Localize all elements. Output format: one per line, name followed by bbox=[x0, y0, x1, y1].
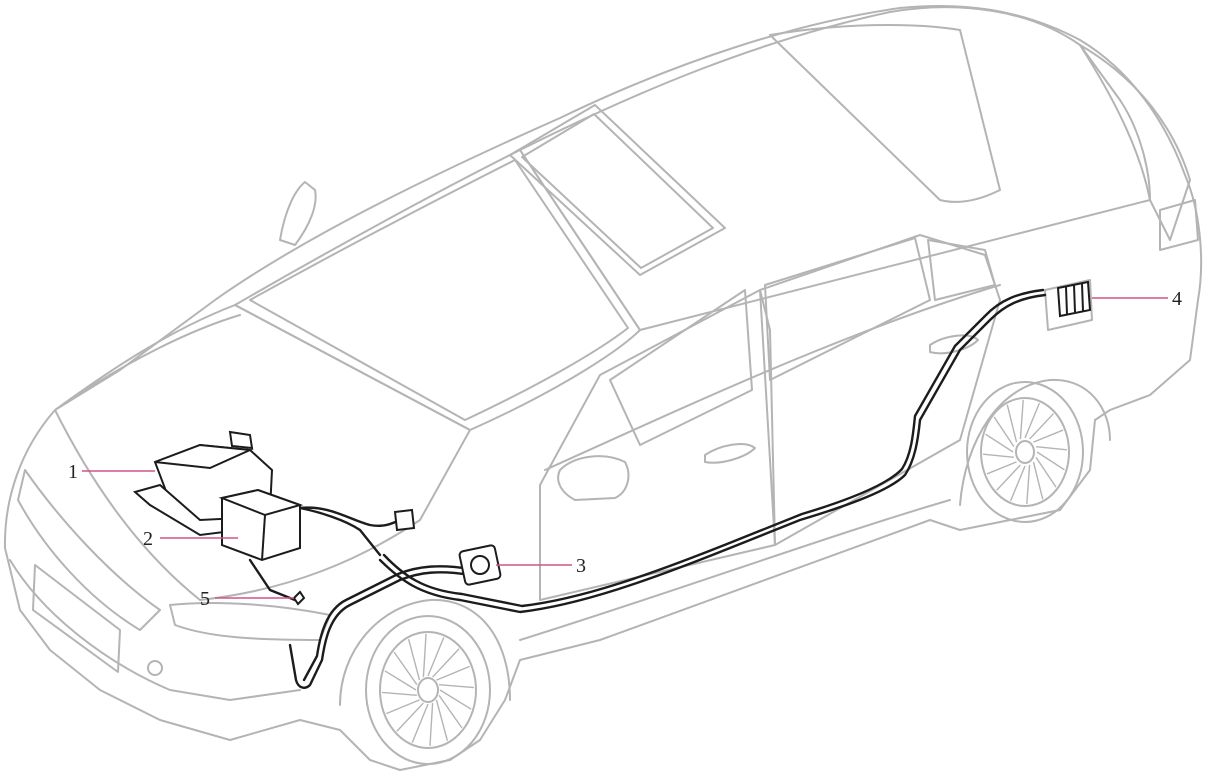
wheel-spokes bbox=[381, 399, 1068, 746]
rear-side-window bbox=[764, 237, 931, 381]
rear-wheel-spoke bbox=[1036, 451, 1065, 471]
module-1-top bbox=[154, 443, 254, 470]
front-wheel-spoke bbox=[422, 634, 427, 678]
harness-main-run bbox=[378, 293, 1047, 614]
front-wheel-spoke bbox=[439, 689, 472, 710]
rear-wheel-spoke bbox=[1026, 464, 1031, 505]
port-4-ribs bbox=[1065, 283, 1084, 315]
side-mirror-right bbox=[557, 455, 630, 501]
rear-wheel-spoke bbox=[1029, 413, 1054, 440]
roof-panel bbox=[519, 6, 1151, 331]
rocker-line bbox=[519, 499, 951, 641]
car-silhouette bbox=[3, 4, 1203, 771]
front-wheel-spoke bbox=[439, 683, 475, 689]
callout-numbers: 1 2 3 4 5 bbox=[68, 288, 1182, 610]
front-rim bbox=[379, 631, 477, 749]
license-plate bbox=[32, 564, 121, 673]
trunk-lid bbox=[1079, 44, 1191, 241]
rear-hub bbox=[1015, 440, 1035, 464]
rear-wheel-spoke bbox=[1035, 456, 1057, 488]
rear-wheel-spoke bbox=[1032, 461, 1044, 500]
front-wheel-spoke bbox=[381, 691, 417, 697]
rear-wheel bbox=[966, 381, 1084, 523]
rear-wheel-spoke bbox=[1009, 465, 1026, 502]
front-wheel-spoke bbox=[435, 699, 449, 741]
harness-front-branch-2 bbox=[302, 565, 472, 682]
beltline bbox=[544, 284, 1001, 471]
harness-connector-lead bbox=[298, 506, 402, 527]
harness-front-branch bbox=[288, 571, 472, 689]
front-wheel-spoke bbox=[436, 665, 470, 681]
rear-wheel-arch bbox=[959, 378, 1111, 506]
rear-wheel-spoke bbox=[1024, 402, 1041, 439]
callout-3: 3 bbox=[576, 555, 586, 577]
rear-wheel-spoke bbox=[993, 416, 1015, 448]
front-wheel-spoke bbox=[432, 648, 460, 678]
charge-port-door bbox=[1044, 279, 1093, 331]
module-1-clip bbox=[228, 430, 254, 450]
hood-panel bbox=[54, 304, 471, 601]
sunroof-inner bbox=[521, 113, 714, 269]
engine-plug-body bbox=[393, 508, 416, 532]
rear-wheel-spoke bbox=[986, 461, 1017, 475]
front-hub bbox=[417, 677, 439, 703]
front-wheel-spoke bbox=[429, 702, 434, 746]
front-wheel-spoke bbox=[438, 694, 463, 729]
rear-door-handle bbox=[929, 334, 979, 355]
rear-door bbox=[759, 234, 1001, 546]
headlight bbox=[169, 602, 331, 641]
box-2-divider bbox=[261, 514, 266, 561]
rear-wheel-spoke bbox=[1006, 404, 1018, 443]
front-door-handle bbox=[704, 443, 756, 464]
front-wheel-spoke bbox=[386, 699, 420, 715]
front-bumper bbox=[9, 559, 301, 701]
sunroof bbox=[509, 104, 726, 276]
callout-5: 5 bbox=[200, 588, 210, 610]
callout-2: 2 bbox=[143, 528, 153, 550]
callout-leaders bbox=[82, 297, 1168, 599]
rear-wheel-spoke bbox=[1033, 429, 1064, 443]
sensor-5 bbox=[292, 590, 306, 606]
side-mirror-left bbox=[279, 181, 317, 246]
rear-rim bbox=[980, 397, 1070, 507]
front-wheel-spoke bbox=[427, 637, 445, 677]
harness-to-5 bbox=[248, 558, 297, 602]
component-3-port bbox=[458, 544, 502, 586]
engine-plug bbox=[393, 508, 416, 532]
windshield-inner bbox=[249, 159, 629, 421]
front-door bbox=[539, 289, 776, 601]
wiring-harness bbox=[248, 288, 1047, 689]
front-wheel-spoke bbox=[407, 639, 421, 681]
port-3-socket bbox=[470, 555, 490, 575]
harness-main-run-2 bbox=[382, 288, 1045, 608]
rear-window bbox=[769, 24, 1001, 203]
front-wheel-arch bbox=[339, 598, 511, 706]
rear-wheel-spoke bbox=[985, 433, 1014, 453]
rear-wheel-spoke bbox=[982, 453, 1014, 459]
component-4-port bbox=[1056, 280, 1092, 318]
rear-wheel-spoke bbox=[996, 464, 1021, 491]
callout-1: 1 bbox=[68, 461, 78, 483]
front-wheel-spoke bbox=[411, 703, 429, 743]
front-window bbox=[609, 289, 753, 446]
front-wheel-spoke bbox=[396, 702, 424, 732]
fog-light bbox=[147, 660, 163, 676]
car-body-outline bbox=[3, 4, 1203, 771]
rear-wheel-spoke bbox=[1019, 399, 1024, 440]
front-wheel-spoke bbox=[393, 651, 418, 686]
rear-wheel-spoke bbox=[1036, 445, 1068, 451]
front-wheel bbox=[365, 615, 491, 765]
hood-crease bbox=[69, 314, 241, 401]
front-wheel-spoke bbox=[384, 670, 417, 691]
callout-4: 4 bbox=[1172, 288, 1182, 310]
quarter-window bbox=[927, 239, 996, 301]
front-grille bbox=[17, 469, 161, 631]
box-2-top bbox=[218, 488, 304, 517]
tail-light bbox=[1159, 199, 1199, 251]
component-5-sensor bbox=[292, 590, 306, 606]
component-2-box bbox=[218, 488, 304, 562]
